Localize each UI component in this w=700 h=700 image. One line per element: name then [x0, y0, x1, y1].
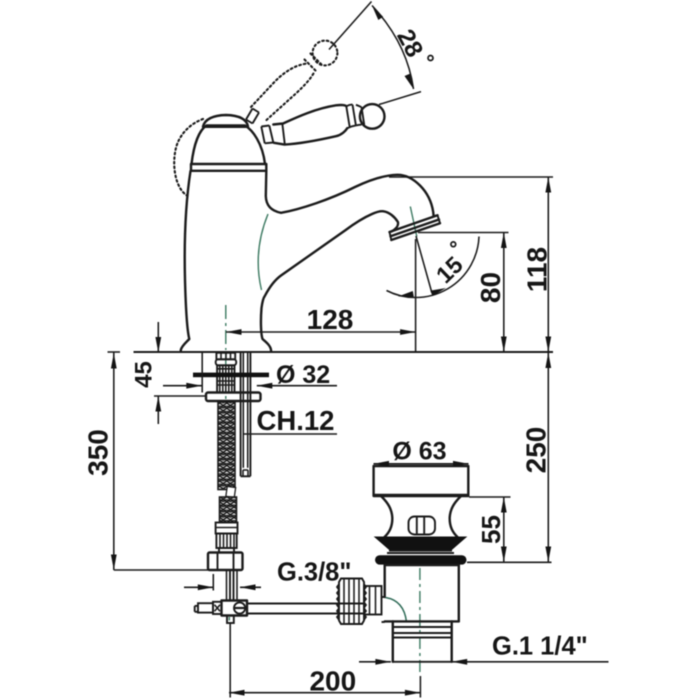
svg-text:Ø 32: Ø 32 — [276, 361, 330, 389]
svg-text:45: 45 — [131, 361, 158, 388]
svg-text:200: 200 — [309, 666, 356, 697]
svg-text:80: 80 — [475, 272, 506, 303]
svg-text:CH.12: CH.12 — [257, 405, 335, 436]
svg-text:250: 250 — [521, 427, 552, 474]
svg-text:Ø 63: Ø 63 — [392, 438, 446, 466]
svg-text:350: 350 — [83, 429, 114, 476]
svg-text:55: 55 — [476, 515, 506, 544]
svg-text:118: 118 — [522, 247, 553, 292]
svg-text:G.3/8": G.3/8" — [277, 559, 351, 587]
svg-text:G.1 1/4": G.1 1/4" — [492, 633, 588, 661]
svg-text:128: 128 — [307, 304, 354, 335]
